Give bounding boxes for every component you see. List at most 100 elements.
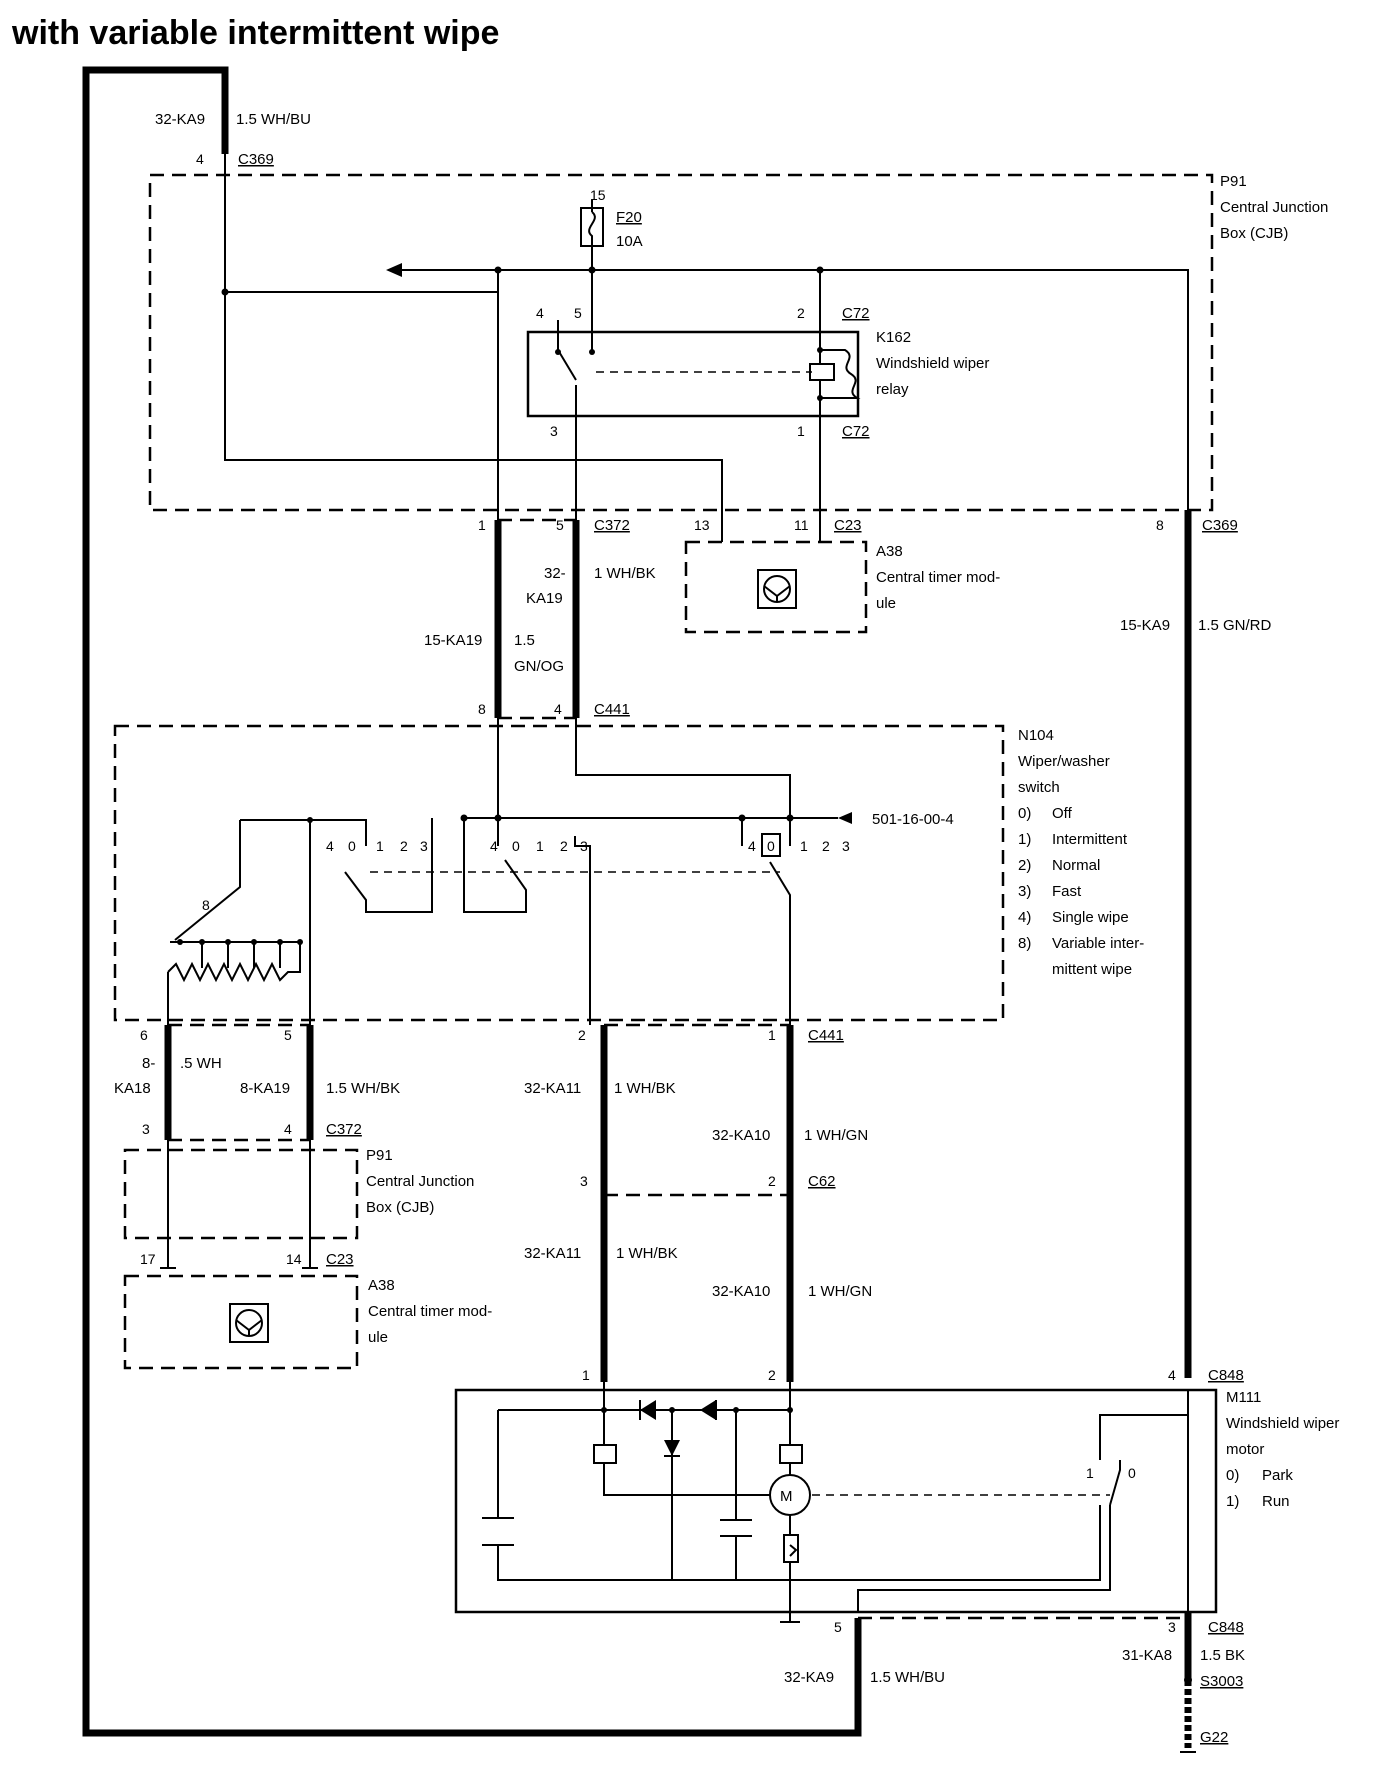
svg-text:3: 3: [1168, 1619, 1176, 1635]
p91-top-box: [148, 173, 1214, 512]
svg-text:4: 4: [1168, 1367, 1176, 1383]
svg-text:KA18: KA18: [114, 1080, 151, 1097]
svg-text:M111: M111: [1226, 1389, 1261, 1406]
c372-bottom-name: C372: [326, 1121, 362, 1138]
mid-right-id-b: KA19: [526, 590, 563, 607]
mid-left-id: 15-KA19: [424, 632, 482, 649]
svg-text:M: M: [780, 1488, 793, 1505]
svg-text:4: 4: [284, 1121, 292, 1137]
c369-top-name: C369: [238, 151, 274, 168]
svg-text:Run: Run: [1262, 1493, 1290, 1510]
svg-text:1: 1: [582, 1367, 590, 1383]
n104-line2: switch: [1018, 779, 1060, 796]
svg-text:.5 WH: .5 WH: [180, 1055, 222, 1072]
right-feed-id: 15-KA9: [1120, 617, 1170, 634]
svg-text:0: 0: [767, 838, 775, 854]
c23-top-name: C23: [834, 517, 862, 534]
svg-text:5: 5: [834, 1619, 842, 1635]
svg-text:0: 0: [512, 838, 520, 854]
c441-bottom-name: C441: [808, 1027, 844, 1044]
c72-bottom-pin-a: 3: [550, 423, 558, 439]
c441-top-pin-a: 8: [478, 701, 486, 717]
svg-text:Central Junction: Central Junction: [366, 1173, 474, 1190]
svg-text:Fast: Fast: [1052, 883, 1082, 900]
svg-text:4: 4: [748, 838, 756, 854]
motor-legend: 0)Park 1)Run: [1226, 1467, 1293, 1510]
n104-code: N104: [1018, 727, 1054, 744]
c372-top-name: C372: [594, 517, 630, 534]
c441-top-pin-b: 4: [554, 701, 562, 717]
c848-bottom-name: C848: [1208, 1619, 1244, 1636]
svg-text:1 WH/GN: 1 WH/GN: [808, 1283, 872, 1300]
svg-text:2: 2: [822, 838, 830, 854]
svg-text:0: 0: [348, 838, 356, 854]
mid-right-spec: 1 WH/BK: [594, 565, 656, 582]
svg-text:Normal: Normal: [1052, 857, 1100, 874]
svg-text:Intermittent: Intermittent: [1052, 831, 1128, 848]
mid-left-spec-a: 1.5: [514, 632, 535, 649]
svg-text:8): 8): [1018, 935, 1031, 952]
svg-text:0: 0: [1128, 1465, 1136, 1481]
svg-text:2: 2: [768, 1367, 776, 1383]
a38-top-code: A38: [876, 543, 903, 560]
n104-line1: Wiper/washer: [1018, 753, 1110, 770]
svg-text:3: 3: [420, 838, 428, 854]
svg-text:motor: motor: [1226, 1441, 1264, 1458]
svg-text:2: 2: [560, 838, 568, 854]
a38-bottom-box[interactable]: [123, 1274, 359, 1370]
page-title: with variable intermittent wipe: [11, 14, 499, 52]
svg-text:Off: Off: [1052, 805, 1073, 822]
p91-top-line2: Box (CJB): [1220, 225, 1288, 242]
svg-text:Single wipe: Single wipe: [1052, 909, 1129, 926]
c72-top-pin-c: 2: [797, 305, 805, 321]
m111-motor-box[interactable]: [454, 1388, 1218, 1614]
svg-text:4: 4: [326, 838, 334, 854]
c369-top-pin: 4: [196, 151, 204, 167]
a38-top-box[interactable]: [684, 540, 868, 634]
svg-text:Park: Park: [1262, 1467, 1293, 1484]
wire-c369-to-relay4: [225, 291, 499, 330]
s3003-name: S3003: [1200, 1673, 1243, 1690]
right-feed-spec: 1.5 GN/RD: [1198, 617, 1272, 634]
k162-relay-box[interactable]: [526, 330, 860, 418]
fuse-pin: 15: [590, 187, 606, 203]
svg-text:4: 4: [490, 838, 498, 854]
svg-text:3): 3): [1018, 883, 1031, 900]
c72-top-pin-a: 4: [536, 305, 544, 321]
switch-legend: 0)Off 1)Intermittent 2)Normal 3)Fast 4)S…: [1018, 805, 1144, 978]
svg-text:2: 2: [400, 838, 408, 854]
bus-arrow: [386, 263, 402, 277]
svg-text:3: 3: [842, 838, 850, 854]
svg-text:6: 6: [140, 1027, 148, 1043]
svg-text:32-KA11: 32-KA11: [524, 1080, 581, 1097]
fuse-rating: 10A: [616, 233, 643, 250]
svg-text:1: 1: [768, 1027, 776, 1043]
svg-text:1 WH/BK: 1 WH/BK: [616, 1245, 678, 1262]
svg-text:31-KA8: 31-KA8: [1122, 1647, 1172, 1664]
svg-text:8: 8: [202, 897, 210, 913]
p91-top-code: P91: [1220, 173, 1247, 190]
wire-label-top-spec: 1.5 WH/BU: [236, 111, 311, 128]
svg-text:P91: P91: [366, 1147, 393, 1164]
svg-text:1.5 WH/BU: 1.5 WH/BU: [870, 1669, 945, 1686]
svg-text:2: 2: [768, 1173, 776, 1189]
svg-text:2: 2: [578, 1027, 586, 1043]
svg-text:1.5 WH/BK: 1.5 WH/BK: [326, 1080, 400, 1097]
svg-text:3: 3: [580, 838, 588, 854]
svg-text:32-KA9: 32-KA9: [784, 1669, 834, 1686]
n104-switch-box[interactable]: [113, 724, 1005, 1022]
c372-top-pin-a: 1: [478, 517, 486, 533]
p91-bottom-box: [123, 1148, 359, 1240]
k162-line2: relay: [876, 381, 909, 398]
svg-text:1): 1): [1226, 1493, 1239, 1510]
svg-text:Windshield wiper: Windshield wiper: [1226, 1415, 1339, 1432]
svg-text:1): 1): [1018, 831, 1031, 848]
svg-text:A38: A38: [368, 1277, 395, 1294]
svg-text:8-: 8-: [142, 1055, 155, 1072]
svg-text:ule: ule: [368, 1329, 388, 1346]
svg-text:1 WH/GN: 1 WH/GN: [804, 1127, 868, 1144]
svg-text:1: 1: [376, 838, 384, 854]
c369-right-name: C369: [1202, 517, 1238, 534]
c369-right-pin: 8: [1156, 517, 1164, 533]
c72-top-name: C72: [842, 305, 870, 322]
